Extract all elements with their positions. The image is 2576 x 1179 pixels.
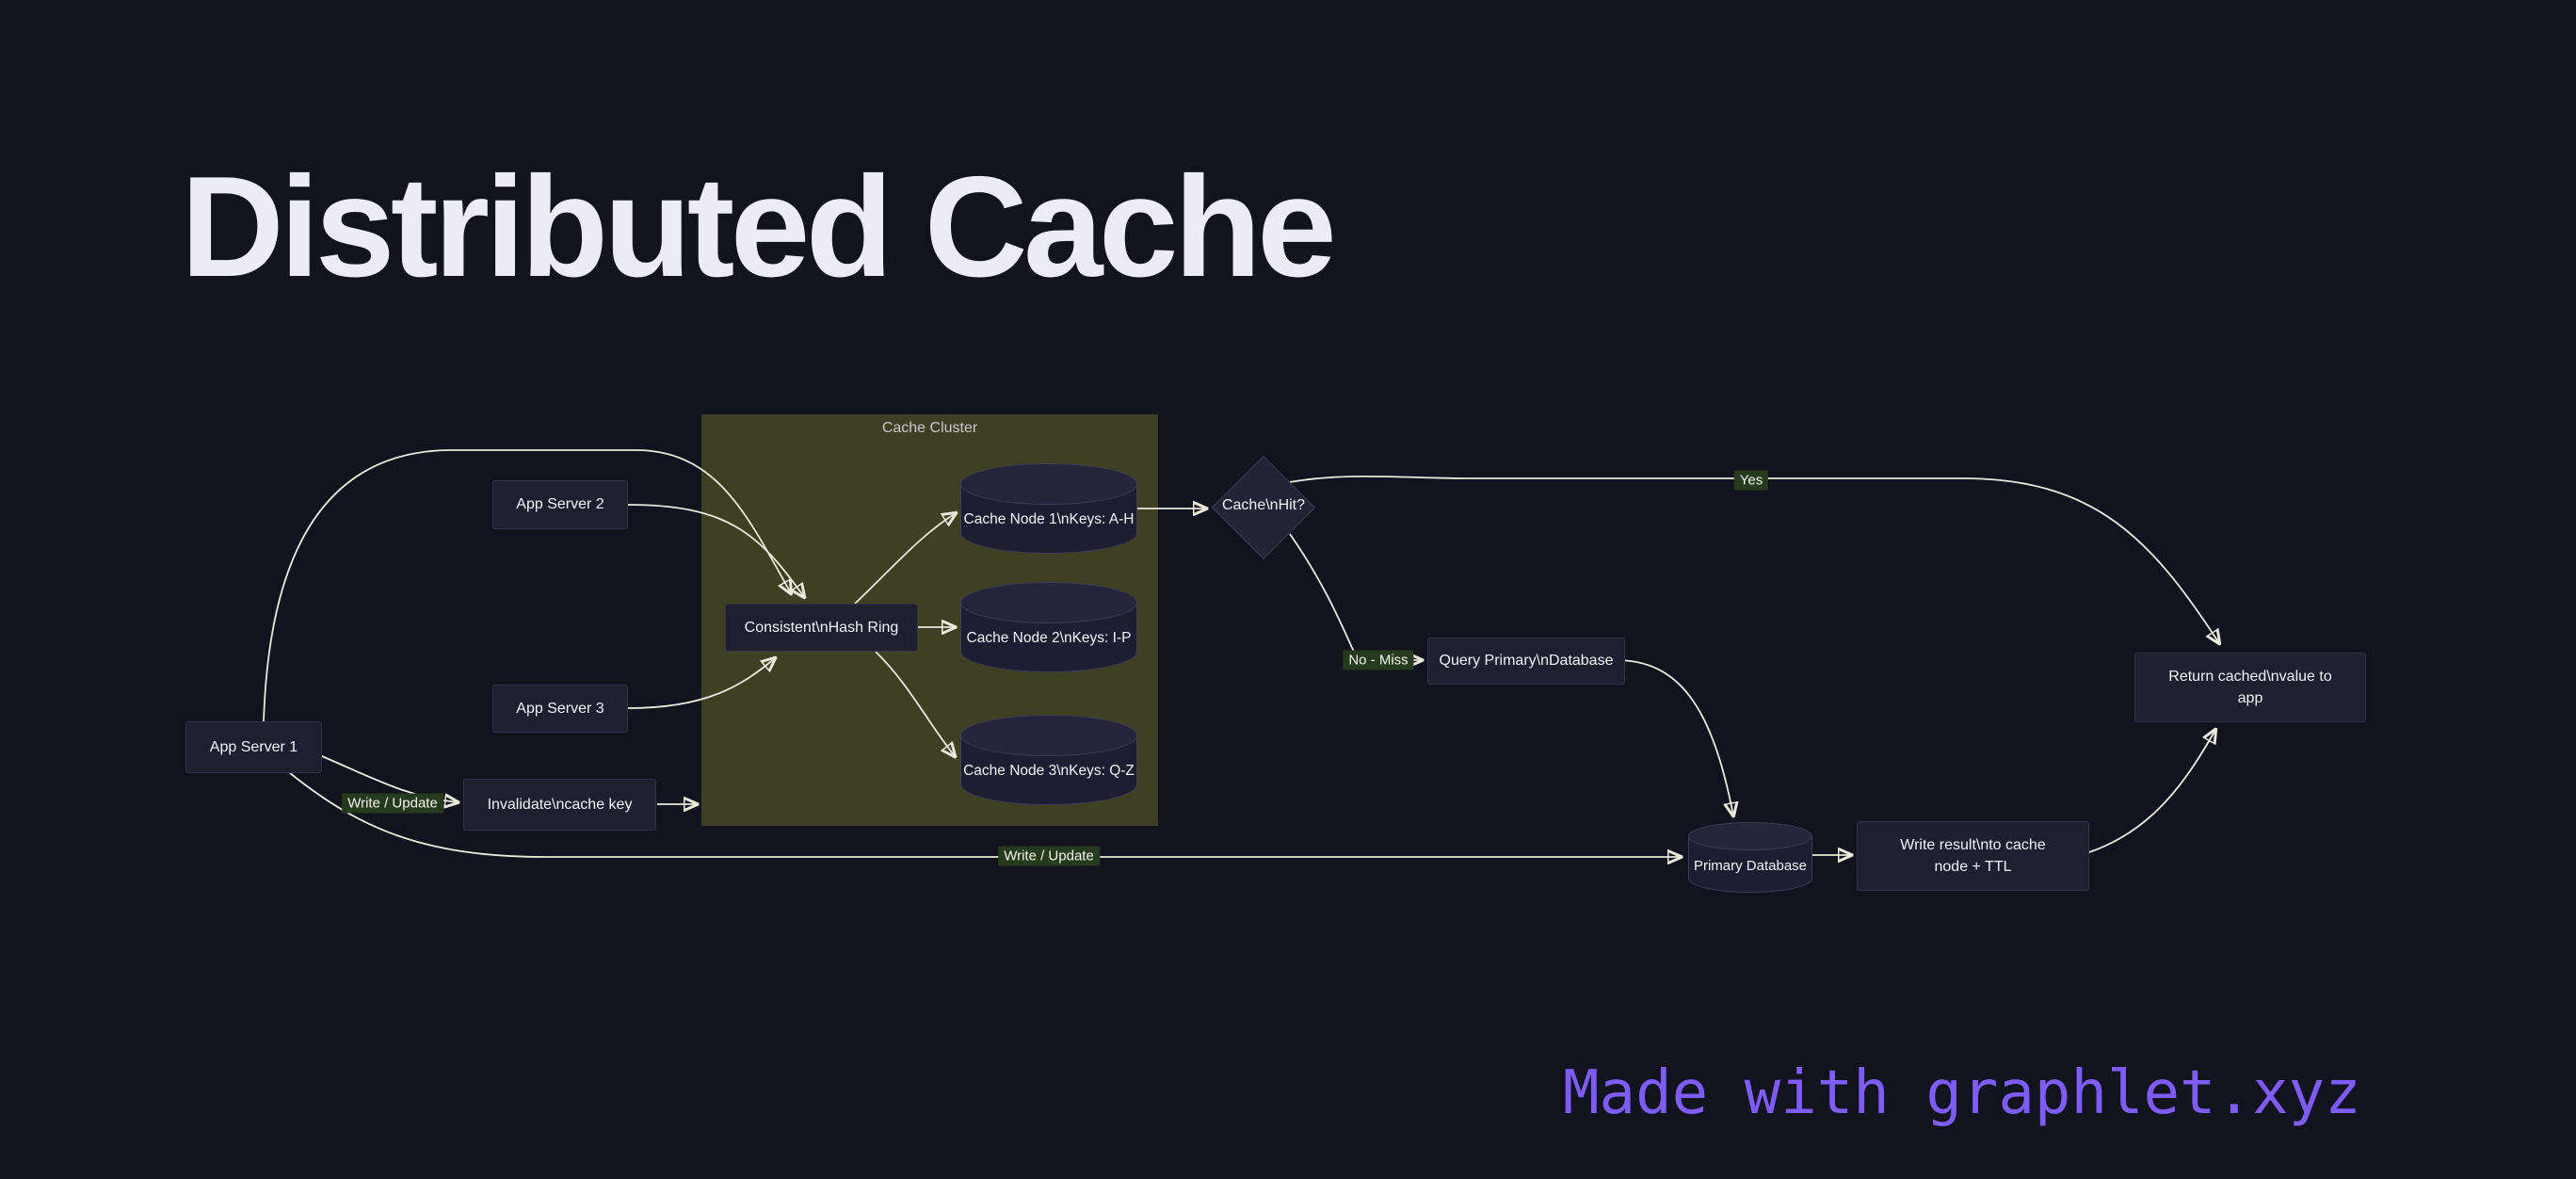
node-query-primary-database-label: Query Primary\nDatabase (1439, 653, 1614, 670)
node-return-cached-value: Return cached\nvalue to app (2134, 653, 2366, 722)
node-query-primary-database: Query Primary\nDatabase (1427, 638, 1625, 685)
node-invalidate-cache-key: Invalidate\ncache key (463, 779, 656, 831)
cache-cluster-title: Cache Cluster (881, 420, 978, 436)
edge-writeresult-returncached (2088, 730, 2215, 853)
node-app-server-2-label: App Server 2 (516, 496, 604, 513)
node-consistent-hash-ring-label: Consistent\nHash Ring (744, 619, 899, 636)
node-app-server-1: App Server 1 (185, 721, 322, 773)
cylinder-top (960, 582, 1137, 623)
footer-credit: Made with graphlet.xyz (1563, 1058, 2361, 1128)
edge-cachehit-returncached-yes (1289, 475, 2219, 643)
edge-queryprimary-primarydb (1615, 659, 1733, 816)
cylinder-top (960, 715, 1137, 756)
node-cache-node-3-label: Cache Node 3\nKeys: Q-Z (963, 763, 1135, 779)
edge-label-write-update-left: Write / Update (342, 793, 443, 814)
cylinder-top (1688, 822, 1812, 850)
node-app-server-1-label: App Server 1 (209, 738, 298, 755)
node-invalidate-cache-key-label: Invalidate\ncache key (487, 796, 633, 813)
page-title: Distributed Cache (181, 147, 1337, 307)
node-write-result: Write result\nto cache node + TTL (1857, 821, 2089, 891)
node-primary-database-label: Primary Database (1693, 858, 1808, 874)
node-app-server-3-label: App Server 3 (516, 700, 604, 717)
node-write-result-label: Write result\nto cache node + TTL (1900, 836, 2046, 875)
node-cache-node-1: Cache Node 1\nKeys: A-H (960, 463, 1137, 554)
node-cache-node-2-label: Cache Node 2\nKeys: I-P (966, 630, 1132, 646)
edge-label-no-miss: No - Miss (1343, 650, 1414, 670)
edge-cachehit-nomiss (1289, 533, 1355, 653)
node-cache-node-2: Cache Node 2\nKeys: I-P (960, 582, 1137, 672)
edge-label-yes: Yes (1733, 470, 1769, 491)
node-app-server-3: App Server 3 (492, 685, 628, 733)
node-return-cached-value-label: Return cached\nvalue to app (2168, 668, 2332, 706)
node-cache-hit-label: Cache\nHit? (1221, 497, 1306, 513)
edge-label-write-update-bottom: Write / Update (998, 846, 1100, 866)
node-cache-node-1-label: Cache Node 1\nKeys: A-H (963, 511, 1135, 527)
cylinder-top (960, 463, 1137, 505)
node-cache-node-3: Cache Node 3\nKeys: Q-Z (960, 715, 1137, 805)
node-primary-database: Primary Database (1688, 822, 1812, 893)
node-app-server-2: App Server 2 (492, 480, 628, 529)
node-consistent-hash-ring: Consistent\nHash Ring (725, 604, 918, 652)
